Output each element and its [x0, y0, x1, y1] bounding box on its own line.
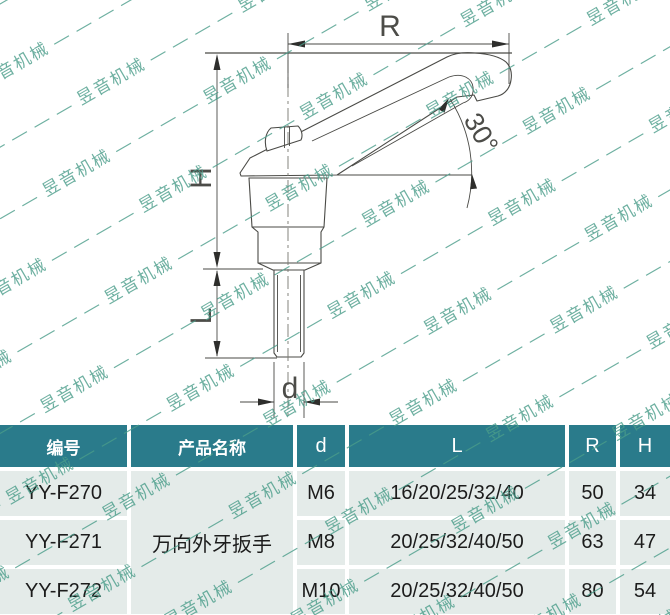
cell-H-0: 34 — [620, 471, 670, 516]
cell-product-name: 万向外牙扳手 — [131, 471, 293, 614]
lever-inner-lines — [311, 74, 474, 167]
label-L: L — [185, 308, 218, 325]
dimension-H: H — [185, 54, 263, 270]
header-product-name: 产品名称 — [131, 425, 293, 467]
label-H: H — [185, 167, 218, 189]
cell-H-2: 54 — [620, 569, 670, 614]
body-outline — [248, 177, 328, 358]
cell-H-1: 47 — [620, 520, 670, 565]
angle-arc — [449, 98, 473, 209]
header-L: L — [349, 425, 565, 467]
cell-L-0: 16/20/25/32/40 — [349, 471, 565, 516]
technical-drawing: R H L d — [185, 10, 512, 418]
cell-code-1: YY-F271 — [0, 520, 127, 565]
header-R: R — [569, 425, 616, 467]
label-angle: 30° — [458, 108, 504, 158]
header-d: d — [297, 425, 345, 467]
body-detail-lines — [248, 177, 328, 271]
cell-d-0: M6 — [297, 471, 345, 516]
cell-code-2: YY-F272 — [0, 569, 127, 614]
cell-R-0: 50 — [569, 471, 616, 516]
screw-slot — [284, 127, 290, 148]
dimension-d: d — [240, 362, 338, 418]
cell-d-2: M10 — [297, 569, 345, 614]
cell-L-2: 20/25/32/40/50 — [349, 569, 565, 614]
header-H: H — [620, 425, 670, 467]
part-body — [248, 177, 328, 358]
cell-L-1: 20/25/32/40/50 — [349, 520, 565, 565]
cell-R-1: 63 — [569, 520, 616, 565]
label-d: d — [282, 372, 299, 405]
dimension-L: L — [185, 270, 277, 359]
product-spec-table: 编号 产品名称 d L R H YY-F270 万向外牙扳手 M6 16/20/… — [0, 425, 670, 615]
cell-code-0: YY-F270 — [0, 471, 127, 516]
cell-R-2: 80 — [569, 569, 616, 614]
thread-lines — [277, 275, 301, 352]
header-part-number: 编号 — [0, 425, 127, 467]
screw-cap — [264, 125, 303, 152]
label-R: R — [379, 10, 401, 43]
d-extension-lines — [273, 362, 305, 418]
dimension-R: R — [205, 10, 512, 84]
cell-d-1: M8 — [297, 520, 345, 565]
